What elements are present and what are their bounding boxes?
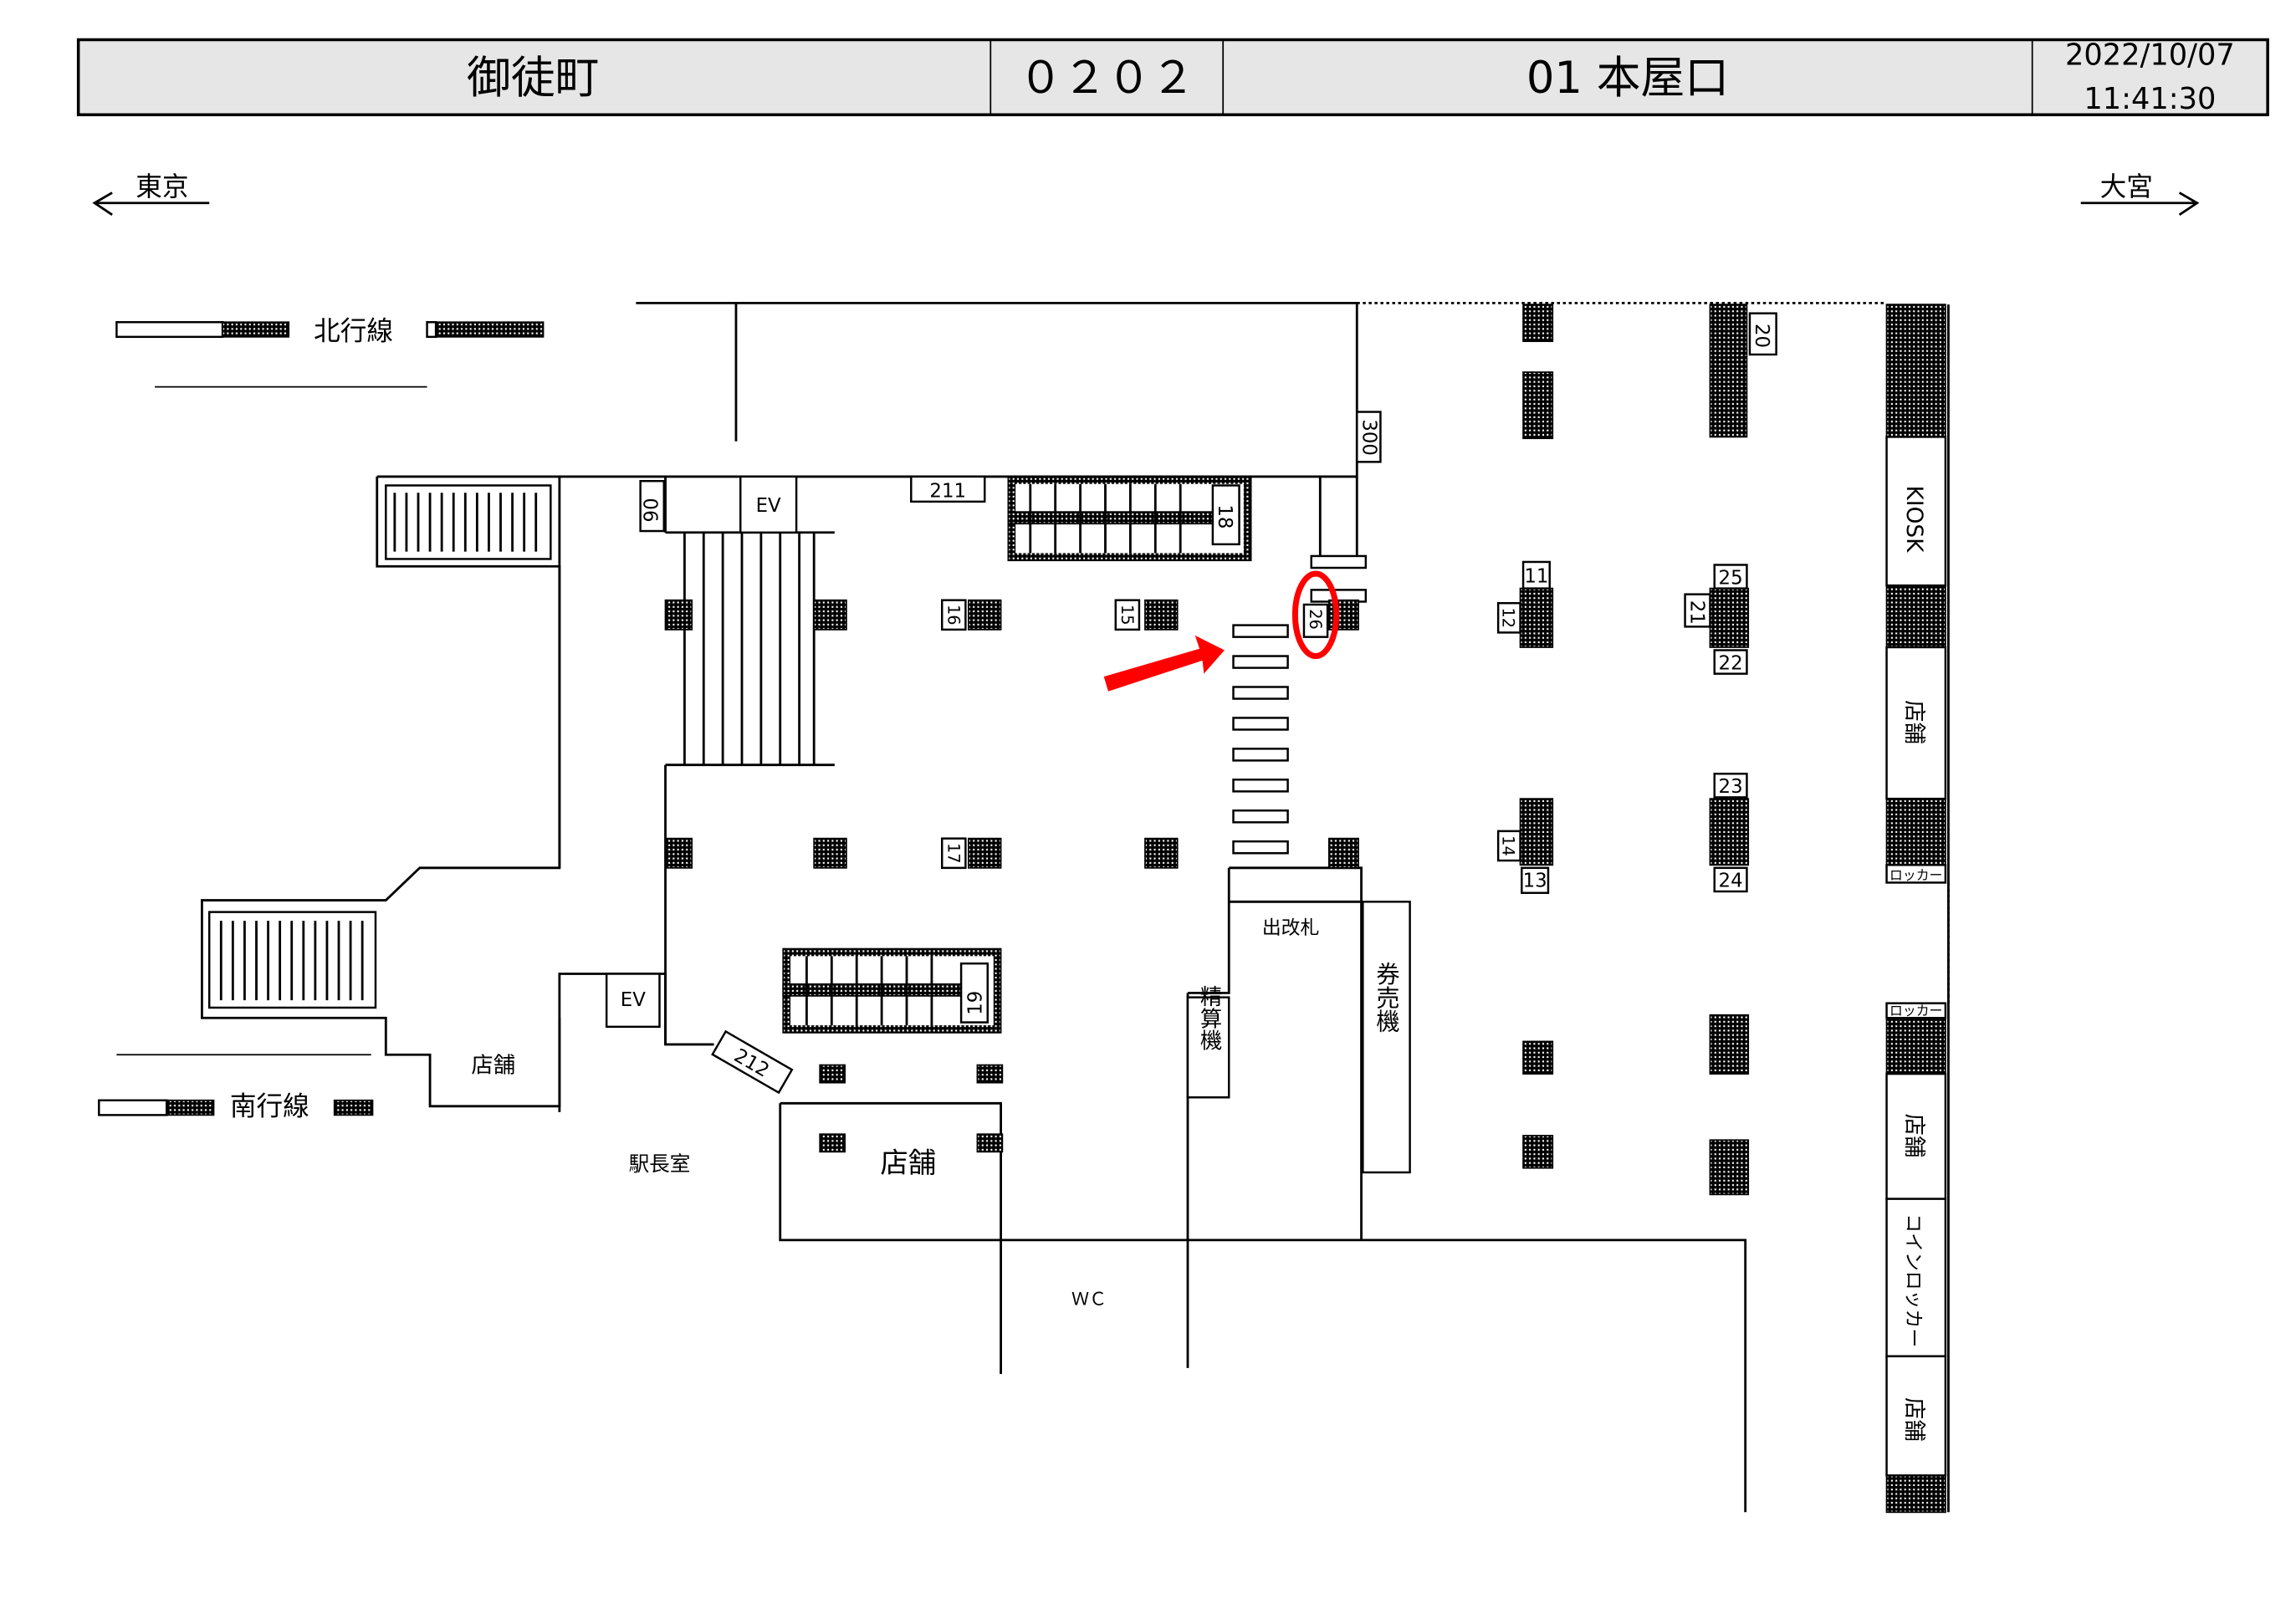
ev-label: EV bbox=[756, 495, 781, 517]
sign-300: 300 bbox=[1358, 419, 1379, 456]
sign-13: 13 bbox=[1523, 871, 1547, 892]
legend-south-label: 南行線 bbox=[230, 1091, 309, 1121]
sign-14: 14 bbox=[1498, 835, 1517, 856]
stairs-north-left bbox=[385, 484, 552, 560]
station-code: ０２０２ bbox=[1019, 53, 1195, 104]
right-column-facilities: KIOSK 店舗 ロッカー ロッカー 店舗 コインロッカー 店舗 bbox=[1885, 436, 1947, 1477]
shop-label: 店舗 bbox=[1901, 1114, 1926, 1158]
sign-15: 15 bbox=[1117, 605, 1137, 626]
direction-tokyo: 東京 bbox=[92, 172, 210, 216]
sign-17: 17 bbox=[943, 843, 963, 864]
shop-label: 店舗 bbox=[1901, 700, 1926, 744]
sign-23: 23 bbox=[1719, 776, 1743, 798]
sign-12: 12 bbox=[1498, 607, 1517, 628]
ev-label: EV bbox=[621, 989, 646, 1011]
sign-labels: 300 90 EV 211 18 20 16 15 26 11 12 25 21… bbox=[605, 312, 1777, 1095]
room-labels: 店舗 店舗 駅長室 ＷＣ 出改札 精算機 券売機 bbox=[471, 901, 1411, 1309]
sign-18: 18 bbox=[1214, 504, 1235, 529]
sign-22: 22 bbox=[1719, 652, 1743, 674]
legend-north: 北行線 bbox=[115, 316, 545, 388]
wc-label: ＷＣ bbox=[1071, 1288, 1107, 1309]
highlight-marker bbox=[1103, 570, 1340, 692]
legend-north-label: 北行線 bbox=[314, 316, 393, 346]
gate-label: 出改札 bbox=[1262, 917, 1320, 939]
shop-left-label: 店舗 bbox=[471, 1053, 515, 1078]
fare-adjust-label: 精算機 bbox=[1196, 985, 1222, 1051]
stairs-south-left bbox=[207, 911, 377, 1009]
kiosk-label: KIOSK bbox=[1901, 485, 1926, 553]
pillars bbox=[664, 304, 1946, 1514]
ticket-gates bbox=[1232, 476, 1368, 855]
stairs-center bbox=[665, 531, 835, 767]
exit-name: 01 本屋口 bbox=[1526, 53, 1729, 104]
locker-label: ロッカー bbox=[1889, 1003, 1942, 1019]
shop-label: 店舗 bbox=[1901, 1397, 1926, 1442]
sign-24: 24 bbox=[1719, 871, 1743, 892]
coin-locker-label: コインロッカー bbox=[1902, 1213, 1924, 1347]
sign-26: 26 bbox=[1306, 609, 1325, 630]
station-name: 御徒町 bbox=[467, 53, 599, 104]
sign-20: 20 bbox=[1751, 324, 1772, 348]
direction-left-label: 東京 bbox=[136, 172, 188, 202]
escalator-18 bbox=[1007, 476, 1252, 562]
legend-south: 南行線 bbox=[98, 1054, 374, 1121]
time: 11:41:30 bbox=[2084, 82, 2216, 116]
date: 2022/10/07 bbox=[2065, 38, 2235, 72]
shop-center-label: 店舗 bbox=[880, 1147, 936, 1179]
sign-16: 16 bbox=[943, 605, 963, 626]
header-bar: 御徒町 ０２０２ 01 本屋口 2022/10/07 11:41:30 bbox=[76, 38, 2269, 116]
sign-211: 211 bbox=[929, 481, 966, 503]
sign-21: 21 bbox=[1686, 600, 1708, 625]
direction-right-label: 大宮 bbox=[2100, 172, 2153, 202]
highlight-arrow bbox=[1103, 635, 1225, 692]
sign-19: 19 bbox=[965, 991, 987, 1015]
ticket-machine-label: 券売機 bbox=[1373, 962, 1400, 1033]
sign-25: 25 bbox=[1719, 567, 1743, 589]
station-master-label: 駅長室 bbox=[629, 1152, 691, 1176]
sign-90: 90 bbox=[642, 498, 663, 522]
locker-label: ロッカー bbox=[1889, 867, 1942, 883]
sign-11: 11 bbox=[1524, 566, 1548, 588]
highlight-circle bbox=[1291, 570, 1340, 660]
direction-omiya: 大宮 bbox=[2080, 172, 2200, 216]
